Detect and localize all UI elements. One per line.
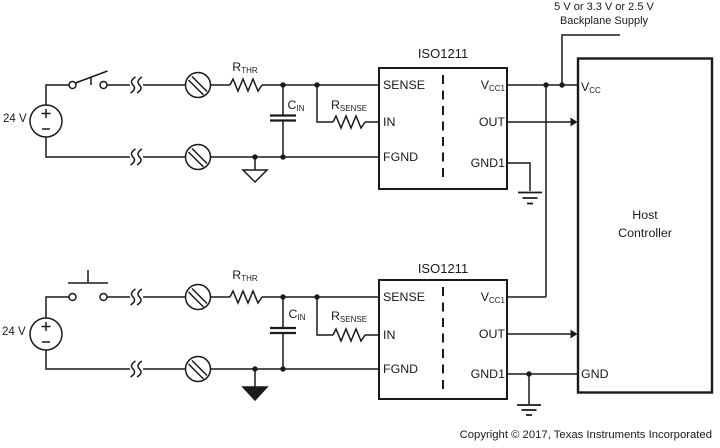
pushbutton-switch-icon (68, 270, 108, 302)
pin-sense-ch0: SENSE (383, 78, 426, 92)
wire-break-icon (130, 148, 143, 166)
cin-label-ch1: CIN (288, 307, 306, 322)
field-ground-filled-icon (241, 369, 269, 402)
capacitor-cin-icon (270, 85, 296, 157)
copyright-text: Copyright © 2017, Texas Instruments Inco… (459, 429, 712, 441)
wire (45, 84, 69, 105)
voltage-source-icon (29, 104, 63, 138)
pin-vcc1-ch1: VCC1 (480, 290, 505, 305)
wire-break-icon (130, 360, 143, 378)
wire (45, 296, 69, 318)
junction-dots (252, 294, 320, 372)
resistor-rthr-icon (229, 77, 263, 93)
source-label-ch1: 24 V (2, 326, 26, 338)
pin-out-ch0: OUT (478, 115, 505, 129)
channel-0-logic-side (507, 34, 620, 297)
rthr-label-ch0: RTHR (232, 60, 258, 75)
chip-name-ch0: ISO1211 (417, 46, 469, 61)
field-terminal-icon (184, 283, 212, 311)
host-name-line2: Controller (618, 226, 672, 240)
pin-out-ch1: OUT (478, 327, 505, 341)
chip-name-ch1: ISO1211 (417, 261, 469, 276)
wire (45, 137, 130, 158)
field-terminal-icon (184, 355, 212, 383)
capacitor-cin-icon (270, 297, 296, 369)
cin-label-ch0: CIN (287, 98, 305, 113)
channel-1-field-circuit (29, 270, 379, 402)
pin-in-ch1: IN (383, 328, 396, 342)
pin-fgnd-ch1: FGND (383, 362, 419, 376)
iso1211-chip-0 (378, 67, 508, 190)
channel-0-field-circuit (29, 70, 379, 184)
pin-fgnd-ch0: FGND (383, 150, 419, 164)
backplane-supply-wire (561, 34, 620, 85)
out-arrow-icon (570, 329, 578, 339)
wire (45, 350, 130, 370)
rthr-label-ch1: RTHR (232, 268, 258, 283)
supply-note-line2: Backplane Supply (559, 15, 649, 27)
wire-break-icon (130, 288, 143, 306)
earth-ground-icon (517, 374, 541, 416)
knife-switch-icon (68, 70, 108, 90)
supply-note-line1: 5 V or 3.3 V or 2.5 V (554, 1, 654, 13)
host-pin-vcc: VCC (581, 80, 601, 95)
host-controller-box (576, 57, 714, 394)
host-name-line1: Host (632, 208, 658, 222)
pin-in-ch0: IN (383, 115, 396, 129)
junction-dots (526, 371, 532, 377)
out-arrow-icon (570, 117, 578, 127)
field-terminal-icon (184, 143, 212, 171)
resistor-rthr-icon (229, 289, 263, 305)
voltage-source-icon (29, 317, 63, 351)
source-label-ch0: 24 V (3, 113, 27, 125)
resistor-rsense-branch (316, 297, 379, 343)
channel-1-logic-side (507, 296, 578, 416)
field-terminal-icon (184, 71, 212, 99)
resistor-rsense-branch (316, 85, 379, 130)
pin-vcc1-ch0: VCC1 (480, 78, 505, 93)
pin-gnd1-ch1: GND1 (470, 367, 505, 381)
junction-dots (543, 82, 565, 88)
junction-dots (252, 82, 320, 160)
rsense-label-ch1: RSENSE (330, 309, 368, 324)
gnd1-wire (507, 162, 531, 191)
iso1211-chip-1 (378, 279, 508, 400)
pin-sense-ch1: SENSE (383, 290, 426, 304)
pin-gnd1-ch0: GND1 (470, 156, 505, 170)
host-pin-gnd: GND (581, 367, 609, 381)
wire-break-icon (130, 76, 143, 94)
field-ground-open-icon (241, 157, 269, 184)
rsense-label-ch0: RSENSE (330, 98, 368, 113)
earth-ground-icon (518, 191, 542, 205)
